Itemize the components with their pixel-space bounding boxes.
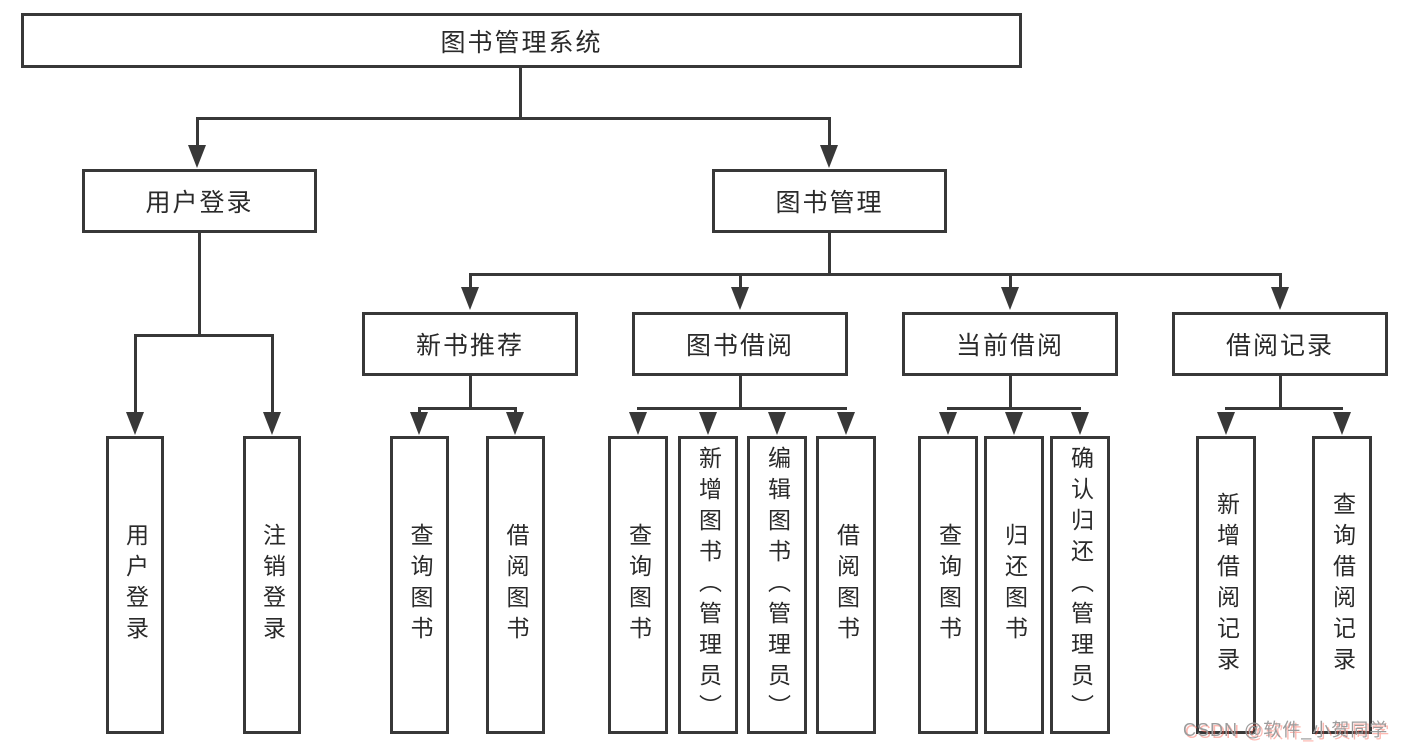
connector-line bbox=[1279, 375, 1282, 410]
node-leaf-borrow-books-recommend: 借阅图书 bbox=[486, 436, 545, 734]
connector-line bbox=[1009, 375, 1012, 410]
node-current-borrowing: 当前借阅 bbox=[902, 312, 1118, 376]
arrow-down-icon bbox=[1001, 287, 1019, 310]
node-label: 查询借阅记录 bbox=[1329, 492, 1356, 678]
arrow-down-icon bbox=[1071, 412, 1089, 435]
node-label: 借阅图书 bbox=[503, 523, 529, 647]
node-root-library-system: 图书管理系统 bbox=[21, 13, 1022, 68]
node-label: 注销登录 bbox=[259, 523, 286, 647]
node-borrowing-records: 借阅记录 bbox=[1172, 312, 1388, 376]
node-label: 查询图书 bbox=[407, 523, 433, 647]
node-label: 用户登录 bbox=[122, 523, 149, 647]
arrow-down-icon bbox=[837, 412, 855, 435]
arrow-down-icon bbox=[939, 412, 957, 435]
node-leaf-user-login: 用户登录 bbox=[106, 436, 164, 734]
node-label: 图书管理 bbox=[775, 189, 884, 217]
arrow-down-icon bbox=[506, 412, 524, 435]
connector-line bbox=[419, 407, 517, 410]
arrow-down-icon bbox=[731, 287, 749, 310]
node-leaf-return-book: 归还图书 bbox=[984, 436, 1044, 734]
node-label: 归还图书 bbox=[1001, 523, 1028, 647]
connector-line bbox=[519, 66, 522, 120]
node-label: 借阅记录 bbox=[1225, 332, 1334, 360]
node-book-borrowing: 图书借阅 bbox=[632, 312, 848, 376]
node-label: 编辑图书（管理员） bbox=[764, 445, 791, 725]
arrow-down-icon bbox=[1217, 412, 1235, 435]
node-label: 图书借阅 bbox=[685, 332, 794, 360]
node-user-login-group: 用户登录 bbox=[82, 169, 317, 233]
node-leaf-query-books: 查询图书 bbox=[608, 436, 668, 734]
node-label: 当前借阅 bbox=[955, 332, 1064, 360]
connector-line bbox=[947, 407, 1081, 410]
arrow-down-icon bbox=[699, 412, 717, 435]
arrow-down-icon bbox=[188, 145, 206, 168]
node-leaf-confirm-return-admin: 确认归还（管理员） bbox=[1050, 436, 1110, 734]
connector-line bbox=[469, 273, 472, 289]
node-label: 查询图书 bbox=[625, 523, 652, 647]
node-leaf-query-books-current: 查询图书 bbox=[918, 436, 978, 734]
arrow-down-icon bbox=[820, 145, 838, 168]
node-label: 确认归还（管理员） bbox=[1067, 445, 1094, 725]
connector-line bbox=[196, 117, 831, 120]
connector-line bbox=[196, 117, 199, 146]
connector-line bbox=[198, 230, 201, 337]
node-label: 新增图书（管理员） bbox=[695, 445, 722, 725]
connector-line bbox=[739, 375, 742, 410]
connector-line bbox=[1279, 273, 1282, 289]
connector-line bbox=[739, 273, 742, 289]
arrow-down-icon bbox=[1333, 412, 1351, 435]
node-leaf-add-borrow-record: 新增借阅记录 bbox=[1196, 436, 1256, 734]
node-leaf-add-book-admin: 新增图书（管理员） bbox=[678, 436, 738, 734]
csdn-watermark: CSDN @软件_小贺同学 bbox=[1183, 720, 1389, 740]
node-label: 图书管理系统 bbox=[440, 28, 603, 57]
connector-line bbox=[134, 334, 137, 414]
connector-line bbox=[1225, 407, 1343, 410]
connector-line bbox=[828, 117, 831, 146]
node-label: 新增借阅记录 bbox=[1213, 492, 1240, 678]
arrow-down-icon bbox=[1271, 287, 1289, 310]
connector-line bbox=[469, 375, 472, 410]
arrow-down-icon bbox=[461, 287, 479, 310]
node-label: 借阅图书 bbox=[833, 523, 860, 647]
connector-line bbox=[828, 230, 831, 275]
node-label: 新书推荐 bbox=[415, 332, 524, 360]
connector-line bbox=[469, 273, 1282, 276]
arrow-down-icon bbox=[768, 412, 786, 435]
arrow-down-icon bbox=[410, 412, 428, 435]
arrow-down-icon bbox=[1005, 412, 1023, 435]
connector-line bbox=[637, 407, 847, 410]
connector-line bbox=[134, 334, 274, 337]
connector-line bbox=[271, 334, 274, 414]
node-new-book-recommend: 新书推荐 bbox=[362, 312, 578, 376]
node-label: 查询图书 bbox=[935, 523, 962, 647]
node-leaf-edit-book-admin: 编辑图书（管理员） bbox=[747, 436, 807, 734]
node-label: 用户登录 bbox=[145, 189, 254, 217]
connector-line bbox=[1009, 273, 1012, 289]
node-leaf-query-borrow-record: 查询借阅记录 bbox=[1312, 436, 1372, 734]
node-leaf-query-books-recommend: 查询图书 bbox=[390, 436, 449, 734]
arrow-down-icon bbox=[263, 412, 281, 435]
arrow-down-icon bbox=[126, 412, 144, 435]
node-leaf-logout: 注销登录 bbox=[243, 436, 301, 734]
node-book-management: 图书管理 bbox=[712, 169, 947, 233]
node-leaf-borrow-books: 借阅图书 bbox=[816, 436, 876, 734]
arrow-down-icon bbox=[629, 412, 647, 435]
